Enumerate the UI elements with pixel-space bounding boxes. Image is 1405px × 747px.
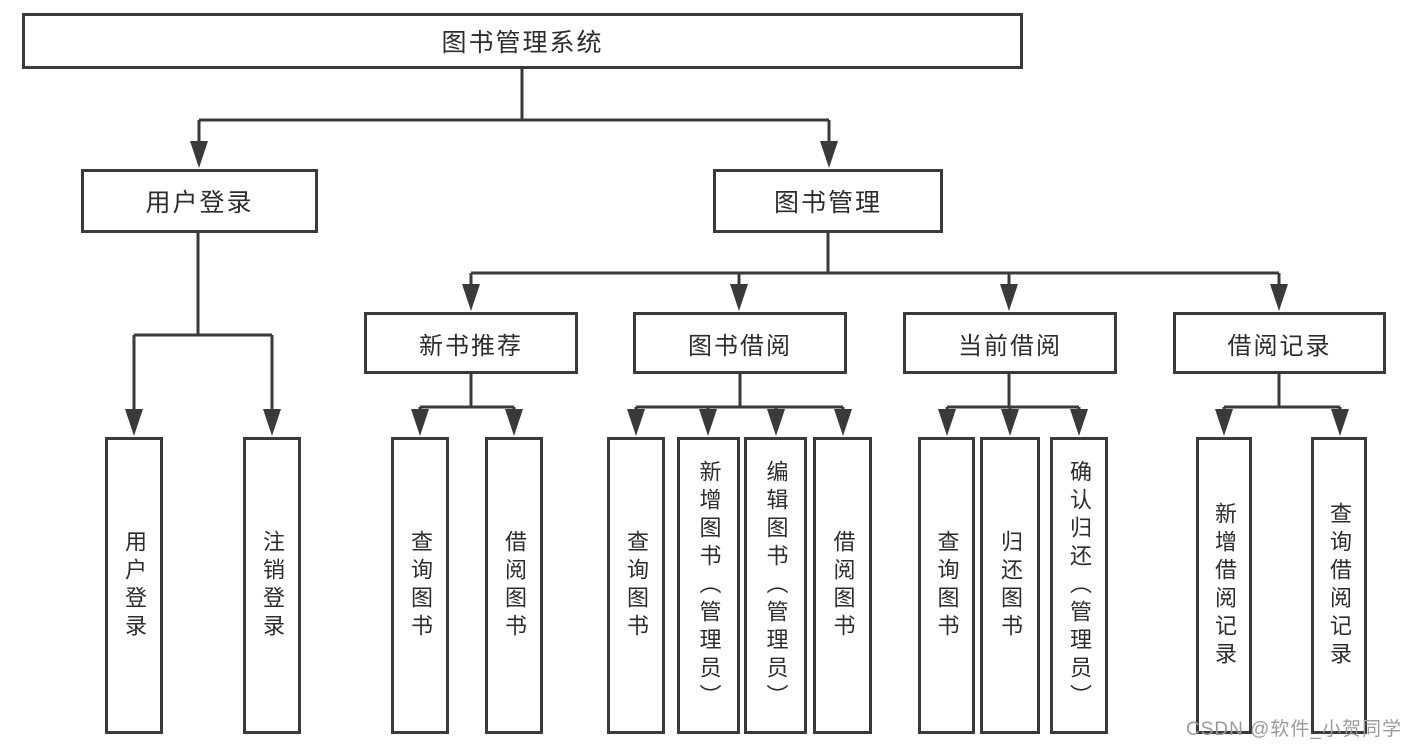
- leaf-label: 编辑图书（管理员）: [763, 459, 789, 712]
- leaf-label: 归还图书: [998, 529, 1023, 642]
- node-user-login: 用户登录: [81, 169, 318, 233]
- arrowhead-icon: [938, 409, 956, 436]
- leaf-label: 借阅图书: [830, 529, 856, 642]
- arrowhead-icon: [1215, 409, 1233, 436]
- arrowhead-icon: [820, 141, 838, 168]
- node-new-book-recommendation: 新书推荐: [364, 312, 578, 374]
- arrowhead-icon: [1070, 409, 1088, 436]
- leaf-label: 用户登录: [122, 529, 147, 642]
- arrowhead-icon: [627, 409, 645, 436]
- leaf-add-borrow-record: 新增借阅记录: [1196, 437, 1252, 734]
- arrowhead-icon: [767, 409, 785, 436]
- leaf-label: 新增图书（管理员）: [696, 459, 722, 712]
- arrowhead-icon: [263, 409, 281, 436]
- leaf-logout: 注销登录: [243, 437, 301, 734]
- leaf-user-login: 用户登录: [105, 437, 163, 734]
- arrowhead-icon: [1270, 284, 1288, 311]
- node-label: 图书管理系统: [441, 29, 604, 57]
- node-book-borrowing: 图书借阅: [633, 312, 847, 374]
- leaf-borrow-books-1: 借阅图书: [485, 437, 543, 734]
- leaf-label: 查询图书: [934, 529, 960, 642]
- arrowhead-icon: [411, 409, 429, 436]
- node-book-management: 图书管理: [713, 169, 943, 233]
- leaf-label: 查询图书: [624, 529, 649, 642]
- connector-book-management-to-level3: [469, 233, 1281, 290]
- leaf-return-books: 归还图书: [980, 437, 1040, 734]
- node-current-borrowing: 当前借阅: [903, 312, 1117, 374]
- connector-new-book-to-leaves: [418, 374, 516, 416]
- leaf-search-borrow-record: 查询借阅记录: [1311, 437, 1367, 734]
- arrowheads: [125, 141, 1349, 436]
- node-label: 图书借阅: [688, 332, 792, 360]
- node-borrowing-records: 借阅记录: [1173, 312, 1386, 374]
- node-label: 图书管理: [773, 189, 882, 217]
- node-label: 借阅记录: [1227, 332, 1332, 360]
- node-label: 新书推荐: [419, 332, 523, 360]
- leaf-search-books-3: 查询图书: [918, 437, 975, 734]
- arrowhead-icon: [1000, 284, 1018, 311]
- arrowhead-icon: [505, 409, 523, 436]
- arrowhead-icon: [699, 409, 717, 436]
- arrowhead-icon: [1001, 409, 1019, 436]
- node-label: 用户登录: [145, 189, 254, 217]
- leaf-search-books-2: 查询图书: [607, 437, 665, 734]
- leaf-label: 注销登录: [260, 529, 285, 642]
- leaf-label: 查询图书: [408, 529, 433, 642]
- leaf-label: 查询借阅记录: [1327, 501, 1352, 670]
- arrowhead-icon: [1331, 409, 1349, 436]
- leaf-add-books-admin: 新增图书（管理员）: [677, 437, 740, 734]
- leaf-label: 确认归还（管理员）: [1067, 459, 1092, 712]
- arrowhead-icon: [834, 409, 852, 436]
- connector-user-login-to-leaves: [132, 233, 274, 414]
- arrowhead-icon: [462, 284, 480, 311]
- arrowhead-icon: [125, 409, 143, 436]
- leaf-borrow-books-2: 借阅图书: [813, 437, 872, 734]
- connector-root-to-level2: [197, 69, 831, 145]
- connector-book-borrowing-to-leaves: [634, 374, 845, 416]
- leaf-label: 新增借阅记录: [1212, 501, 1237, 670]
- connector-borrowing-records-to-leaves: [1222, 374, 1342, 416]
- arrowhead-icon: [190, 141, 208, 168]
- arrowhead-icon: [730, 284, 748, 311]
- node-label: 当前借阅: [958, 332, 1062, 360]
- leaf-label: 借阅图书: [502, 529, 527, 642]
- node-library-management-system: 图书管理系统: [22, 13, 1023, 69]
- leaf-edit-books-admin: 编辑图书（管理员）: [744, 437, 807, 734]
- csdn-watermark: CSDN @软件_小贺同学: [1186, 719, 1402, 740]
- leaf-search-books-1: 查询图书: [391, 437, 449, 734]
- leaf-confirm-return-admin: 确认归还（管理员）: [1050, 437, 1108, 734]
